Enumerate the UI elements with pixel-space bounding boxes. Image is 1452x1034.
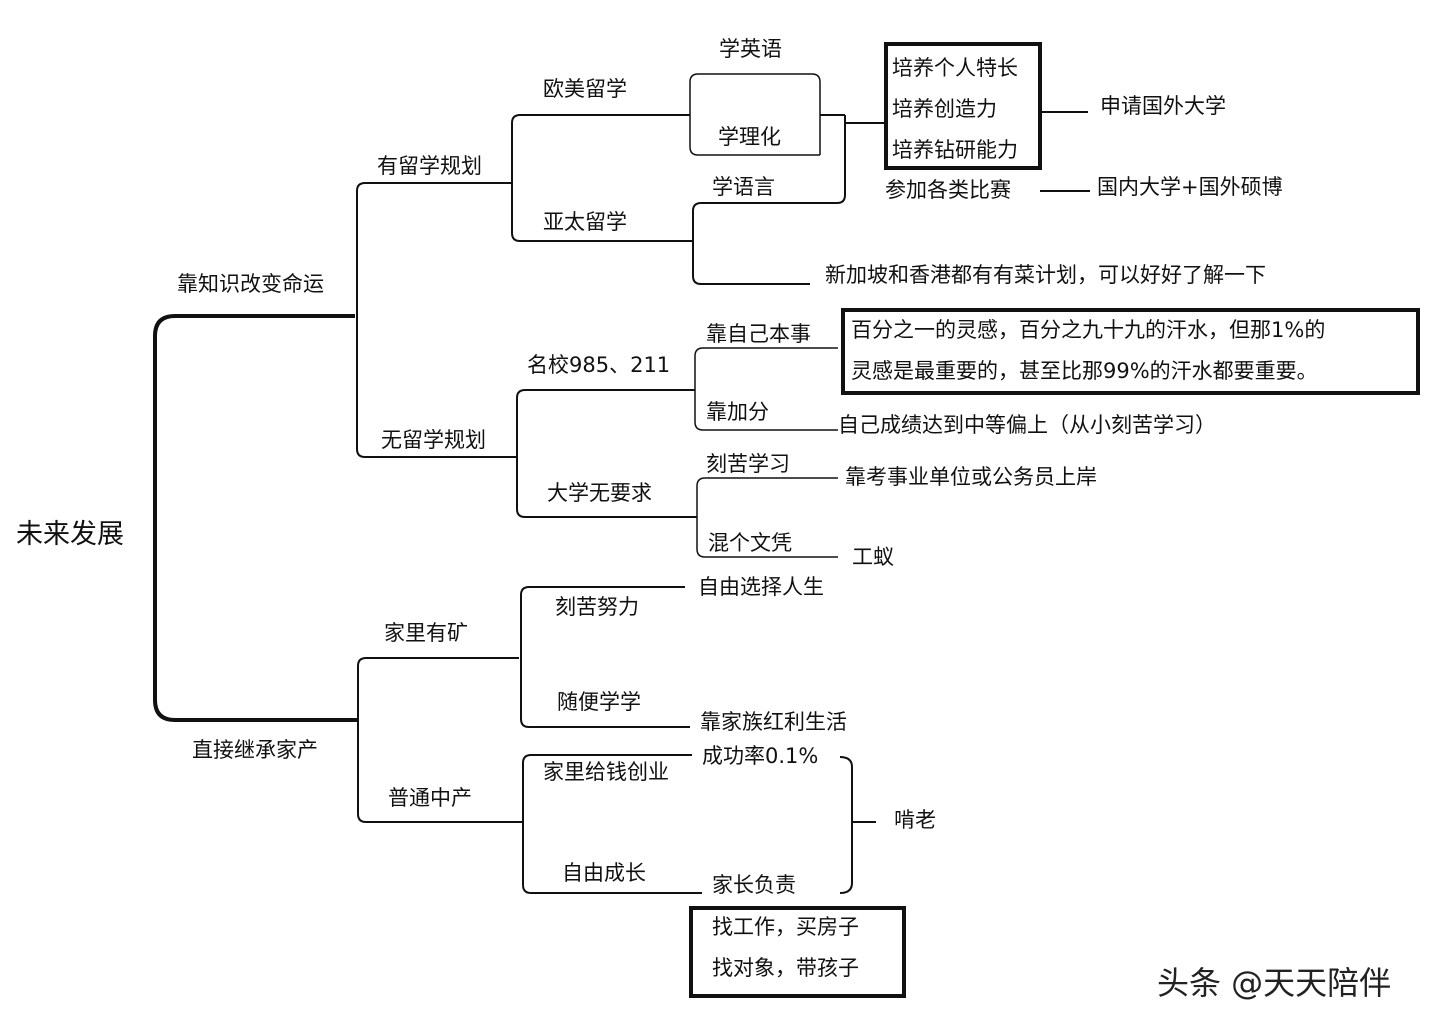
node-apply: 申请国外大学 <box>1100 94 1226 118</box>
node-asia: 亚太留学 <box>543 210 627 234</box>
node-study-abroad: 有留学规划 <box>377 154 482 178</box>
node-rich: 家里有矿 <box>384 621 468 645</box>
node-no-study-abroad: 无留学规划 <box>381 428 486 452</box>
node-knowledge: 靠知识改变命运 <box>177 272 324 296</box>
box-item: 培养创造力 <box>892 97 997 121</box>
node-free-growth: 自由成长 <box>562 861 646 885</box>
node-startup: 家里给钱创业 <box>543 760 669 784</box>
node-hard-study: 刻苦学习 <box>706 452 790 476</box>
node-english: 学英语 <box>719 37 782 61</box>
node-language: 学语言 <box>712 175 775 199</box>
node-west: 欧美留学 <box>543 77 627 101</box>
node-no-req: 大学无要求 <box>547 481 652 505</box>
node-parents: 家长负责 <box>712 873 796 897</box>
node-family-dividend: 靠家族红利生活 <box>700 710 847 734</box>
node-diploma: 混个文凭 <box>708 531 792 555</box>
node-own-skill: 靠自己本事 <box>706 322 811 346</box>
node-elite: 名校985、211 <box>527 353 671 377</box>
node-leech: 啃老 <box>894 808 936 832</box>
node-science: 学理化 <box>718 125 781 149</box>
node-inherit: 直接继承家产 <box>192 738 318 762</box>
node-sg-hk: 新加坡和香港都有有菜计划，可以好好了解一下 <box>825 263 1266 287</box>
node-civil: 靠考事业单位或公务员上岸 <box>845 465 1097 489</box>
node-grades: 自己成绩达到中等偏上（从小刻苦学习） <box>838 413 1216 437</box>
box-item: 找对象，带孩子 <box>712 956 859 980</box>
node-hard-work: 刻苦努力 <box>555 595 639 619</box>
node-worker: 工蚁 <box>852 545 894 569</box>
box-item: 培养个人特长 <box>892 56 1018 80</box>
node-contest: 参加各类比赛 <box>885 178 1011 202</box>
node-domestic-foreign: 国内大学+国外硕博 <box>1097 175 1283 199</box>
node-middle: 普通中产 <box>388 786 472 810</box>
node-free-choice: 自由选择人生 <box>698 575 824 599</box>
node-success-rate: 成功率0.1% <box>702 744 819 768</box>
watermark: 头条 @天天陪伴 <box>1157 964 1392 1002</box>
box-item: 找工作，买房子 <box>712 915 859 939</box>
box-item: 培养钻研能力 <box>892 138 1018 162</box>
quote-line: 百分之一的灵感，百分之九十九的汗水，但那1%的 <box>851 318 1326 342</box>
node-casual: 随便学学 <box>557 690 641 714</box>
root-node: 未来发展 <box>16 519 124 550</box>
node-bonus: 靠加分 <box>706 400 769 424</box>
quote-line: 灵感是最重要的，甚至比那99%的汗水都要重要。 <box>851 359 1318 383</box>
